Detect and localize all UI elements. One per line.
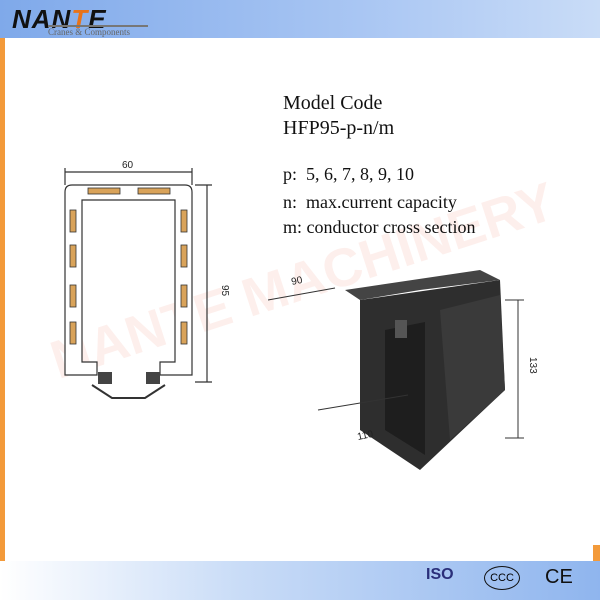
dim-collector-height: 133 [527, 357, 538, 374]
spec-m: m: conductor cross section [283, 217, 476, 237]
ce-badge: CE [545, 566, 573, 588]
profile-section [64, 168, 212, 399]
accent-strip [0, 38, 5, 563]
header-band: NANTE Cranes & Components [0, 0, 600, 38]
spec-title: Model Code [283, 92, 383, 114]
iso-badge: ISO [426, 566, 454, 583]
dim-depth: 90 [290, 275, 304, 288]
collector-shoe-left [98, 372, 112, 384]
spec-n: n: max.current capacity [283, 192, 457, 212]
spec-p: p: 5, 6, 7, 8, 9, 10 [283, 164, 415, 184]
dim-width: 60 [122, 160, 134, 171]
accent-strip-right [593, 545, 600, 561]
collector-shoe-right [146, 372, 160, 384]
ccc-badge: CCC [484, 566, 520, 590]
dim-height: 95 [219, 285, 230, 297]
conductors [69, 187, 188, 345]
model-code: HFP95-p-n/m [283, 117, 395, 139]
dim-collector-width: 110 [356, 429, 374, 443]
logo-divider [48, 25, 148, 27]
tagline: Cranes & Components [48, 27, 130, 37]
collector-unit [345, 270, 505, 470]
dimension-lines [267, 287, 524, 439]
